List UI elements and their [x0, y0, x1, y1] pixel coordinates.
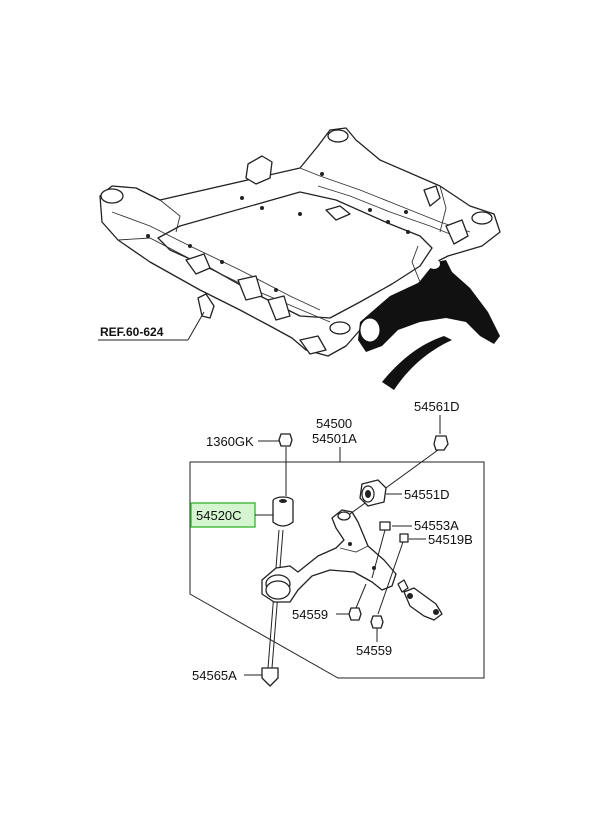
highlight-box[interactable] [190, 502, 256, 528]
part-54565a-label: 54565A [192, 668, 237, 683]
bolt-54565a [261, 667, 279, 687]
part-54559-b-label: 54559 [356, 643, 392, 658]
bolt-54519b [399, 533, 409, 543]
nut-54559-b [370, 615, 384, 629]
assembly-box [189, 461, 485, 679]
bushing-54551d [359, 479, 387, 507]
subframe-drawing [99, 127, 501, 357]
lower-arm-54500 [261, 509, 397, 603]
part-54559-a-label: 54559 [292, 607, 328, 622]
part-54520c-label[interactable]: 54520C [196, 508, 242, 523]
part-54520c-callout[interactable]: 54520C [190, 502, 256, 528]
bushing-54520c [272, 496, 294, 527]
ref-callout: REF.60-624 [98, 311, 205, 341]
ref-label: REF.60-624 [100, 325, 164, 339]
bolt-54561d [433, 435, 449, 451]
nut-54559-a [348, 607, 362, 621]
part-54500-label: 54500 [316, 416, 352, 431]
part-54553a-label: 54553A [414, 518, 459, 533]
bolt-54553a [379, 521, 391, 531]
part-54561d-label: 54561D [414, 399, 460, 414]
part-54551d-label: 54551D [404, 487, 450, 502]
part-54501a-label: 54501A [312, 431, 357, 446]
part-1360gk-label: 1360GK [206, 434, 254, 449]
lower-arm-silhouette [358, 259, 500, 390]
ball-joint-bracket [397, 579, 443, 621]
nut-1360gk [278, 433, 293, 447]
part-54519b-label: 54519B [428, 532, 473, 547]
